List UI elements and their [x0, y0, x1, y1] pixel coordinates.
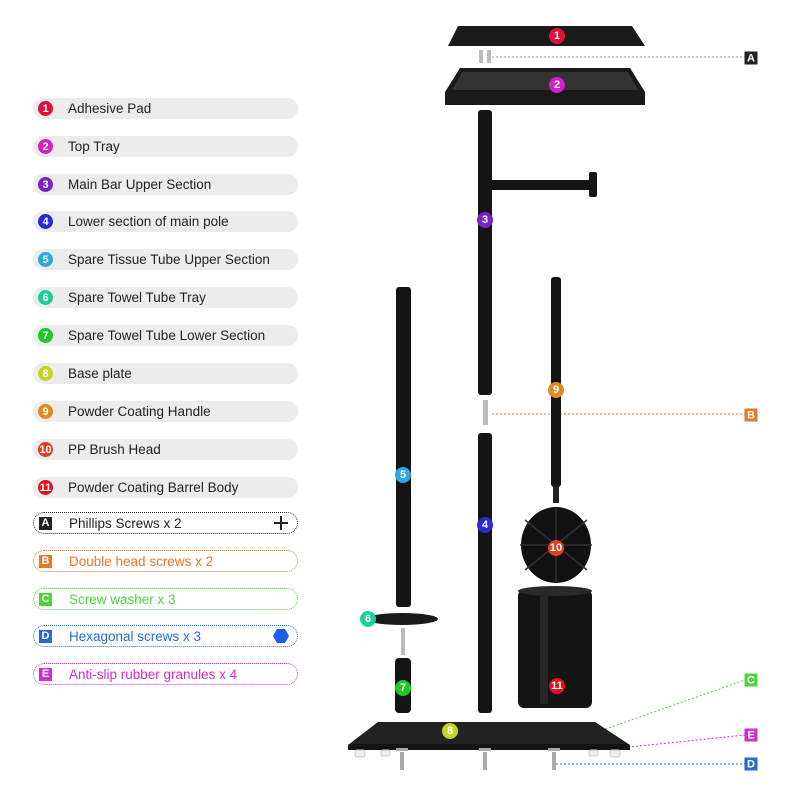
diagram-part-badge: 1 [549, 28, 565, 44]
diagram-part-badge: 2 [549, 77, 565, 93]
diagram-part-badge: 10 [548, 540, 564, 556]
part-label: Adhesive Pad [68, 101, 152, 116]
hardware-row: D Hexagonal screws x 3 [33, 625, 298, 647]
part-label: Lower section of main pole [68, 214, 229, 229]
part-row: 7 Spare Towel Tube Lower Section [33, 325, 298, 346]
diagram-part-badge: 7 [395, 680, 411, 696]
diagram-part-badge: 4 [477, 517, 493, 533]
part-row: 8 Base plate [33, 363, 298, 384]
main-bar-upper [478, 110, 492, 395]
diagram-part-badge: 3 [477, 212, 493, 228]
part-row: 2 Top Tray [33, 136, 298, 157]
hardware-label: Hexagonal screws x 3 [69, 628, 202, 644]
main-bar-lower [478, 433, 492, 713]
part-number-badge: 6 [38, 290, 53, 305]
hardware-label: Screw washer x 3 [69, 591, 176, 607]
part-label: Base plate [68, 366, 132, 381]
part-label: Spare Tissue Tube Upper Section [68, 252, 270, 267]
hardware-letter-badge: B [39, 554, 52, 568]
screw-a [487, 50, 491, 63]
part-number-badge: 7 [38, 328, 53, 343]
part-row: 1 Adhesive Pad [33, 98, 298, 119]
part-number-badge: 1 [38, 101, 53, 116]
diagram-part-badge: 11 [549, 678, 565, 694]
rubber-feet [354, 749, 621, 758]
part-number-badge: 11 [38, 480, 53, 495]
part-number-badge: 10 [38, 442, 53, 457]
part-row: 9 Powder Coating Handle [33, 401, 298, 422]
hardware-letter-badge: D [39, 629, 52, 643]
screw-a [479, 50, 483, 63]
plus-icon [274, 516, 288, 530]
part-label: Spare Towel Tube Lower Section [68, 328, 266, 343]
leader-line-e [619, 734, 746, 749]
base-plate [348, 722, 630, 750]
adhesive-pad [448, 26, 645, 46]
part-number-badge: 3 [38, 177, 53, 192]
part-number-badge: 5 [38, 252, 53, 267]
hardware-letter-badge: C [39, 592, 52, 606]
spare-tube-upper [396, 287, 411, 607]
part-label: Powder Coating Barrel Body [68, 480, 239, 495]
hardware-row: B Double head screws x 2 [33, 550, 298, 572]
part-row: 11 Powder Coating Barrel Body [33, 477, 298, 498]
diagram-part-badge: 5 [395, 467, 411, 483]
diagram-hardware-tag: D [744, 757, 758, 771]
hardware-letter-badge: A [39, 516, 52, 530]
part-number-badge: 8 [38, 366, 53, 381]
diagram-hardware-tag: C [744, 673, 758, 687]
hexagon-icon [273, 629, 289, 643]
part-row: 10 PP Brush Head [33, 439, 298, 460]
hardware-row: A Phillips Screws x 2 [33, 512, 298, 534]
part-row: 5 Spare Tissue Tube Upper Section [33, 249, 298, 270]
part-label: Top Tray [68, 139, 120, 154]
barrel-body [518, 586, 592, 708]
part-number-badge: 9 [38, 404, 53, 419]
hex-screws [396, 748, 560, 770]
part-number-badge: 4 [38, 214, 53, 229]
diagram-part-badge: 9 [548, 382, 564, 398]
part-row: 4 Lower section of main pole [33, 211, 298, 232]
hardware-row: C Screw washer x 3 [33, 588, 298, 610]
diagram-hardware-tag: E [744, 728, 758, 742]
hardware-label: Anti-slip rubber granules x 4 [69, 666, 238, 682]
spare-tube-tray [366, 613, 438, 625]
part-label: PP Brush Head [68, 442, 161, 457]
hardware-letter-badge: E [39, 667, 52, 681]
part-number-badge: 2 [38, 139, 53, 154]
diagram-part-badge: 6 [360, 611, 376, 627]
part-label: Main Bar Upper Section [68, 177, 212, 192]
diagram-hardware-tag: A [744, 51, 758, 65]
screw-b [483, 400, 488, 425]
part-row: 6 Spare Towel Tube Tray [33, 287, 298, 308]
diagram-hardware-tag: B [744, 408, 758, 422]
hardware-row: E Anti-slip rubber granules x 4 [33, 663, 298, 685]
part-row: 3 Main Bar Upper Section [33, 174, 298, 195]
hardware-label: Phillips Screws x 2 [69, 515, 182, 531]
hardware-label: Double head screws x 2 [69, 553, 214, 569]
part-label: Spare Towel Tube Tray [68, 290, 206, 305]
diagram-part-badge: 8 [442, 723, 458, 739]
tissue-arm [492, 180, 592, 190]
part-label: Powder Coating Handle [68, 404, 211, 419]
